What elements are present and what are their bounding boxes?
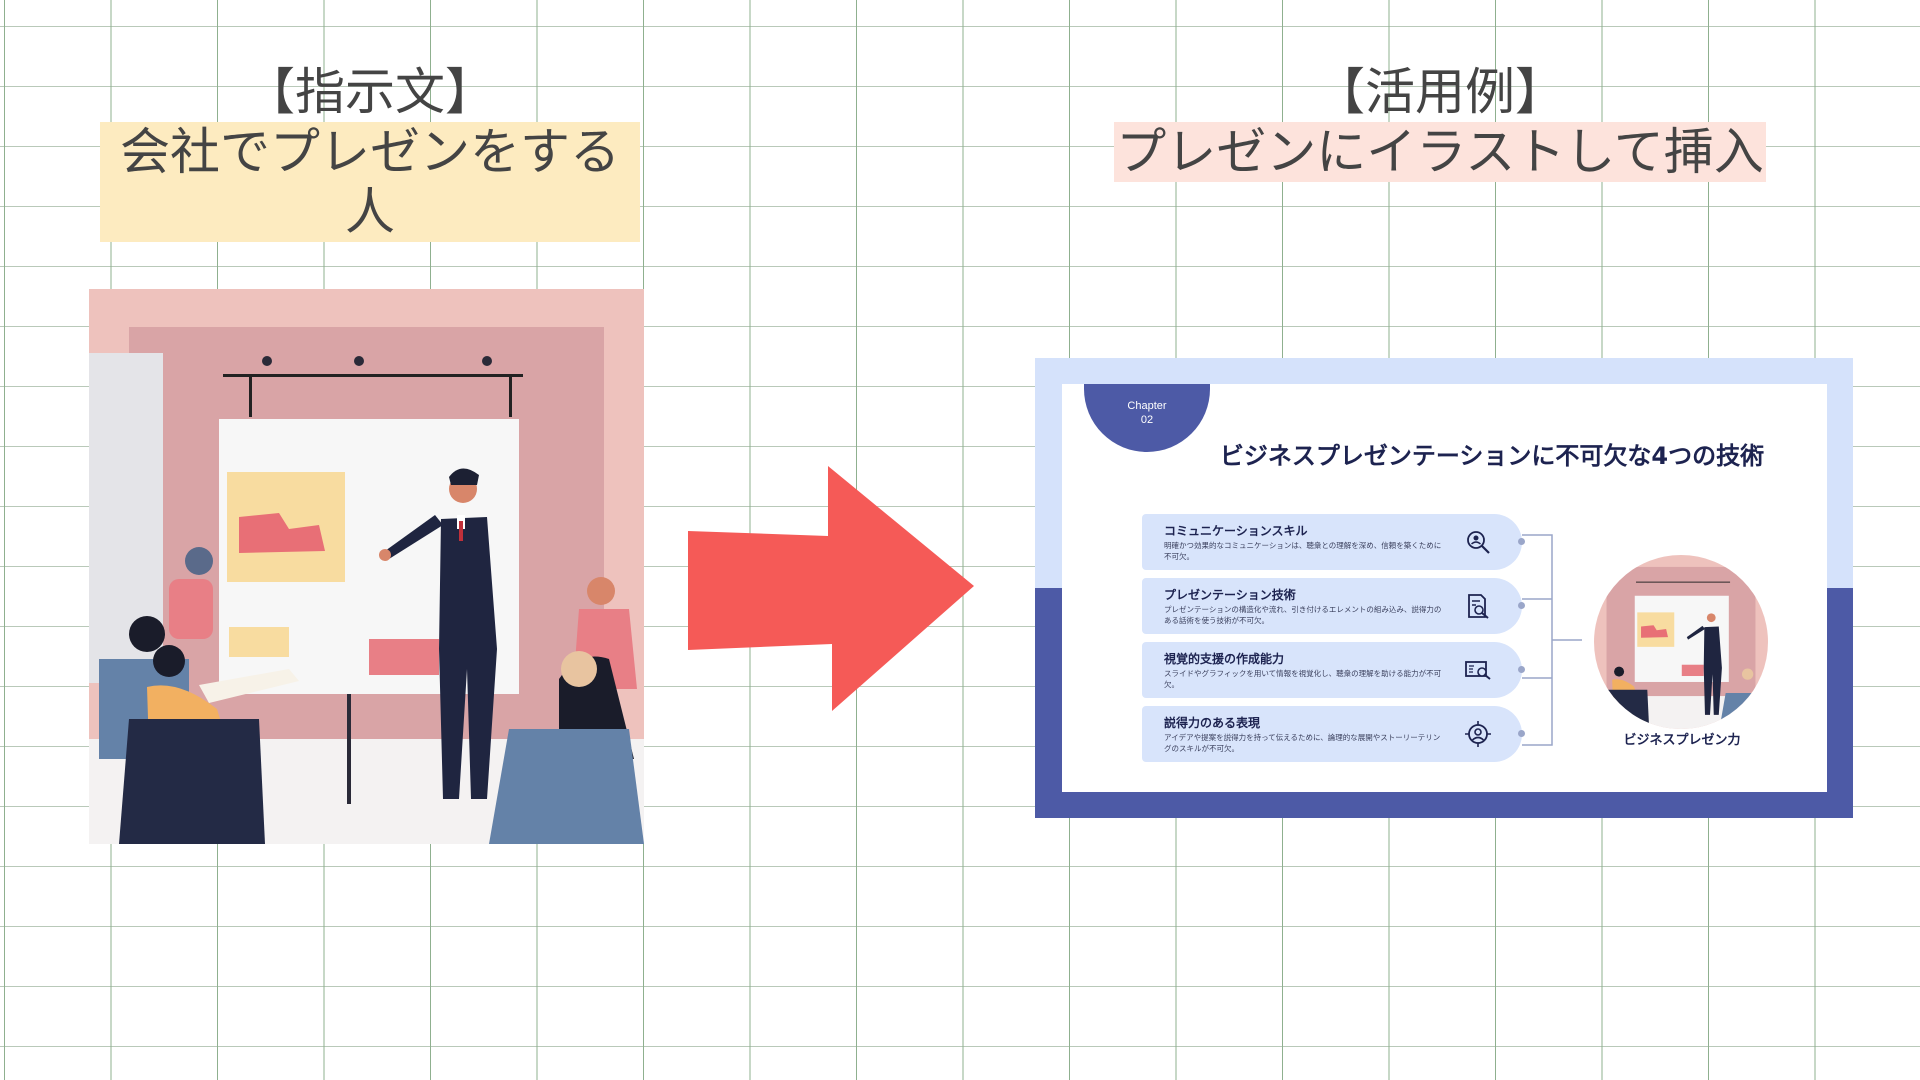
skill-desc: プレゼンテーションの構造化や流れ、引き付けるエレメントの組み込み、説得力のある話… bbox=[1164, 605, 1442, 625]
connector-lines bbox=[1522, 534, 1582, 746]
skill-card-communication: コミュニケーションスキル 明確かつ効果的なコミュニケーションは、聴衆との理解を深… bbox=[1142, 514, 1525, 570]
arrow-right-icon bbox=[688, 466, 974, 711]
slide-content: Chapter 02 ビジネスプレゼンテーションに不可欠な4つの技術 コミュニケ… bbox=[1062, 384, 1827, 792]
screen-search-icon bbox=[1465, 661, 1491, 680]
left-heading: 【指示文】 会社でプレゼンをする人 bbox=[100, 62, 640, 242]
slide-title: ビジネスプレゼンテーションに不可欠な4つの技術 bbox=[1219, 442, 1765, 470]
prompt-text: 会社でプレゼンをする人 bbox=[100, 122, 640, 242]
skill-desc: アイデアや提案を説得力を持って伝えるために、論理的な展開やストーリーテリングのス… bbox=[1164, 733, 1441, 753]
left-label: 【指示文】 bbox=[245, 63, 495, 121]
connector-dot bbox=[1518, 730, 1525, 737]
target-icon bbox=[1465, 721, 1491, 747]
connector-dot bbox=[1518, 666, 1525, 673]
skill-title: 視覚的支援の作成能力 bbox=[1164, 652, 1285, 666]
connector-dot bbox=[1518, 602, 1525, 609]
document-search-icon bbox=[1468, 594, 1489, 619]
right-label: 【活用例】 bbox=[1315, 63, 1565, 121]
skill-desc: 明確かつ効果的なコミュニケーションは、聴衆との理解を深め、信頼を築くために不可欠… bbox=[1164, 541, 1442, 561]
usage-caption: プレゼンにイラストして挿入 bbox=[1114, 122, 1766, 182]
presentation-illustration-thumbnail bbox=[1594, 555, 1768, 729]
search-people-icon bbox=[1467, 531, 1490, 554]
skill-title: 説得力のある表現 bbox=[1164, 716, 1261, 730]
chapter-label: Chapter bbox=[1127, 400, 1167, 412]
presentation-slide: Chapter 02 ビジネスプレゼンテーションに不可欠な4つの技術 コミュニケ… bbox=[1035, 358, 1853, 818]
connector-dot bbox=[1518, 538, 1525, 545]
right-heading: 【活用例】 プレゼンにイラストして挿入 bbox=[1100, 62, 1780, 182]
skill-card-presentation: プレゼンテーション技術 プレゼンテーションの構造化や流れ、引き付けるエレメントの… bbox=[1142, 578, 1525, 634]
skill-card-persuasion: 説得力のある表現 アイデアや提案を説得力を持って伝えるために、論理的な展開やスト… bbox=[1142, 706, 1525, 762]
skill-title: コミュニケーションスキル bbox=[1164, 524, 1308, 538]
skill-title: プレゼンテーション技術 bbox=[1164, 588, 1296, 602]
circle-caption: ビジネスプレゼン力 bbox=[1623, 733, 1741, 748]
skill-desc: スライドやグラフィックを用いて情報を視覚化し、聴衆の理解を助ける能力が不可欠。 bbox=[1164, 669, 1442, 689]
chapter-number: 02 bbox=[1140, 414, 1154, 426]
skill-card-visual: 視覚的支援の作成能力 スライドやグラフィックを用いて情報を視覚化し、聴衆の理解を… bbox=[1142, 642, 1525, 698]
presentation-illustration bbox=[89, 289, 644, 844]
